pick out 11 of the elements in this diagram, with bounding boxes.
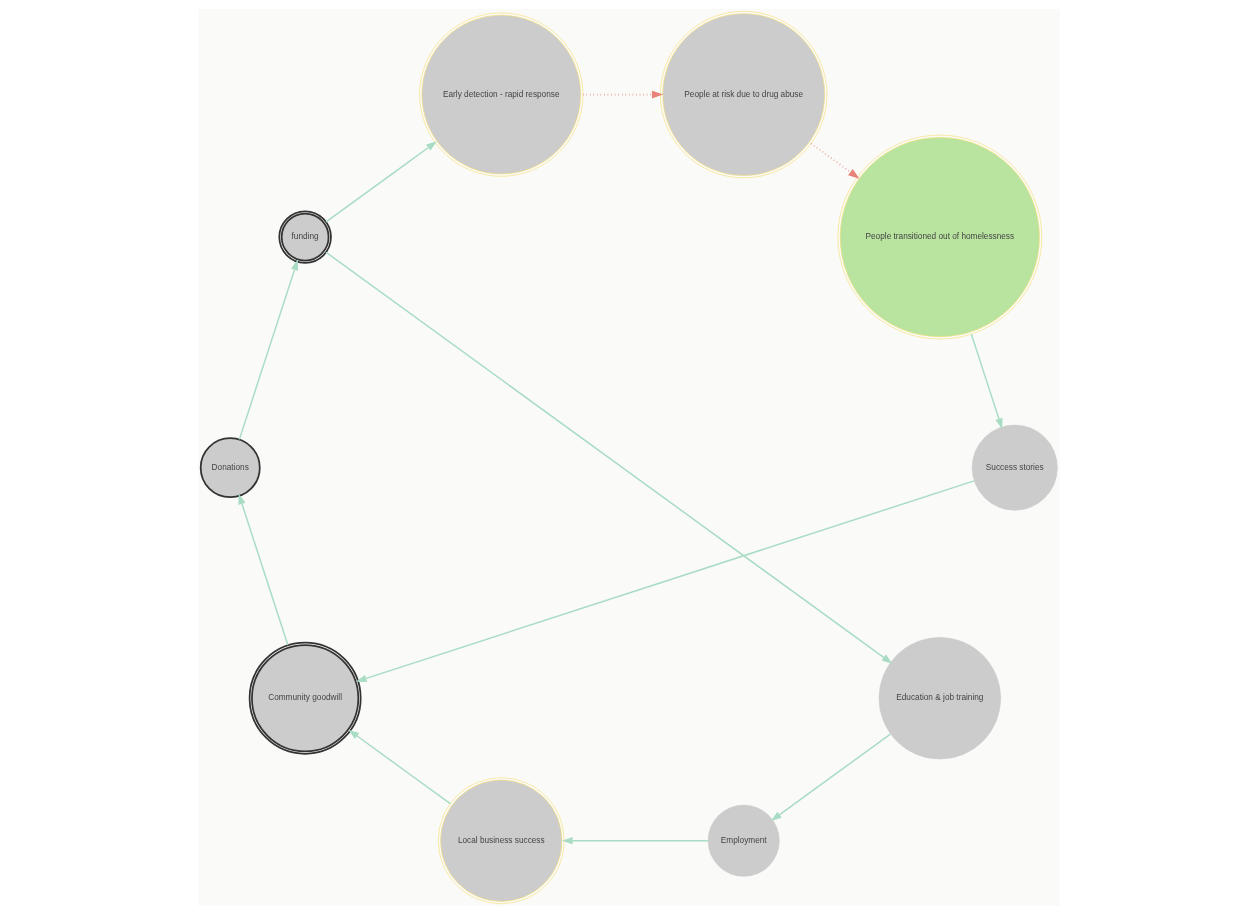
arrow	[970, 332, 1002, 429]
arrow	[581, 90, 663, 98]
arrow	[347, 729, 451, 804]
arrow	[238, 259, 298, 440]
arrow	[324, 251, 892, 664]
arrow	[237, 493, 289, 646]
arrow	[809, 142, 859, 179]
arrow	[355, 479, 975, 682]
arrow	[770, 732, 891, 821]
arrow	[324, 140, 437, 223]
arrow	[561, 836, 709, 844]
